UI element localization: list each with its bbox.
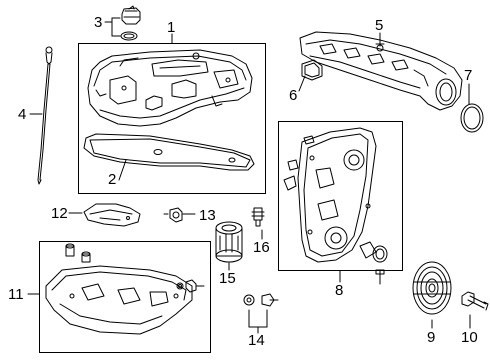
oil-jet [243,293,279,307]
crankshaft-pulley [412,261,452,315]
valve-cover-gasket [83,133,255,171]
oil-pressure-switch [163,207,183,223]
callout-13: 13 [199,207,216,224]
callout-16: 16 [253,239,270,256]
throttle-body-gasket [460,103,484,133]
callout-4: 4 [18,106,27,123]
intake-manifold [299,31,463,111]
oil-dipstick [37,46,53,185]
callout-11: 11 [8,286,24,303]
callout-15: 15 [219,270,236,287]
oil-pan [45,243,205,335]
oil-filter-fitting [251,207,265,227]
oil-filler-o-ring [120,31,138,41]
timing-cover-group-box [278,121,403,271]
callout-10: 10 [461,329,478,346]
leader-lines [27,17,471,334]
callout-1: 1 [167,19,176,36]
oil-filter [215,221,243,263]
oil-filler-cap [121,5,141,25]
oil-pan-group-box [39,241,211,353]
valve-cover [87,49,253,127]
callout-5: 5 [375,17,384,34]
callout-12: 12 [51,205,68,222]
callout-2: 2 [108,171,117,188]
callout-14: 14 [248,332,265,349]
timing-chain-cover [283,127,388,285]
pulley-bolt [461,291,489,311]
callout-6: 6 [289,87,298,104]
callout-7: 7 [464,67,473,84]
callout-8: 8 [335,282,344,299]
intake-gasket [301,59,323,81]
oil-strainer [83,203,141,227]
callout-3: 3 [94,14,103,31]
callout-9: 9 [427,329,436,346]
